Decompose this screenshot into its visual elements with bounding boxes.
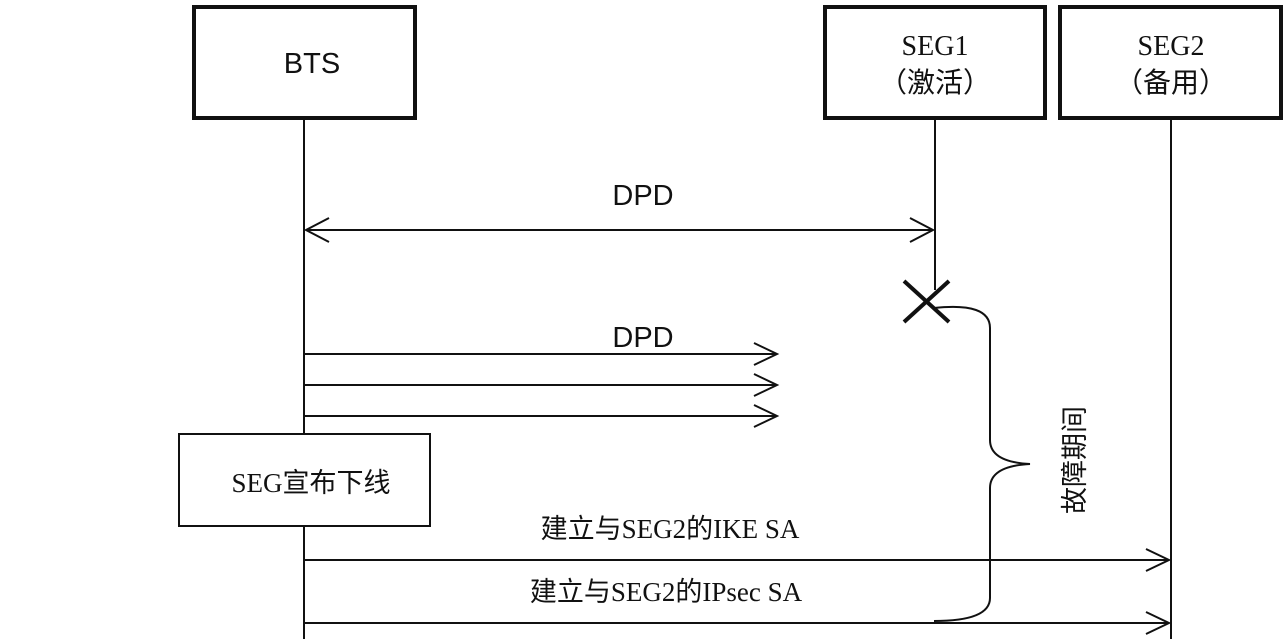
message-ipsec-sa-label: 建立与SEG2的IPsec SA: [530, 577, 803, 607]
fault-period-brace: [933, 305, 1031, 622]
participant-seg1-box: [823, 5, 1047, 120]
participant-bts-label: BTS: [284, 48, 340, 80]
participant-seg2-state: （备用）: [1115, 67, 1227, 99]
note-seg-offline-box: [178, 433, 431, 527]
arrowhead-right-icon: [753, 342, 780, 366]
participant-seg2: SEG2 （备用）: [1058, 5, 1283, 120]
note-seg-offline-label: SEG宣布下线: [231, 468, 390, 498]
arrowhead-left-icon: [303, 217, 330, 243]
arrowhead-right-icon: [1145, 611, 1172, 635]
failure-x-icon: [902, 279, 951, 324]
arrowhead-right-icon: [1145, 548, 1172, 572]
message-ipsec-sa: 建立与SEG2的IPsec SA: [304, 577, 1172, 635]
message-dpd-retries: DPD: [304, 322, 780, 428]
note-seg-offline: SEG宣布下线: [178, 433, 431, 527]
participant-bts: BTS: [192, 5, 417, 120]
participant-bts-box: [192, 5, 417, 120]
participant-seg1: SEG1 （激活）: [823, 5, 1047, 120]
message-dpd-retries-label: DPD: [612, 322, 673, 354]
fault-period-label: 故障期间: [1060, 406, 1090, 514]
participant-seg1-state: （激活）: [879, 67, 991, 99]
participant-seg1-name: SEG1: [902, 31, 969, 62]
message-ike-sa: 建立与SEG2的IKE SA: [304, 514, 1172, 572]
message-dpd-exchange-label: DPD: [612, 180, 673, 212]
arrowhead-right-icon: [753, 373, 780, 397]
participant-seg2-name: SEG2: [1138, 31, 1205, 62]
arrowhead-right-icon: [909, 217, 936, 243]
message-ike-sa-label: 建立与SEG2的IKE SA: [541, 514, 800, 544]
message-dpd-exchange: DPD: [303, 180, 936, 243]
participant-seg2-box: [1058, 5, 1283, 120]
arrowhead-right-icon: [753, 404, 780, 428]
